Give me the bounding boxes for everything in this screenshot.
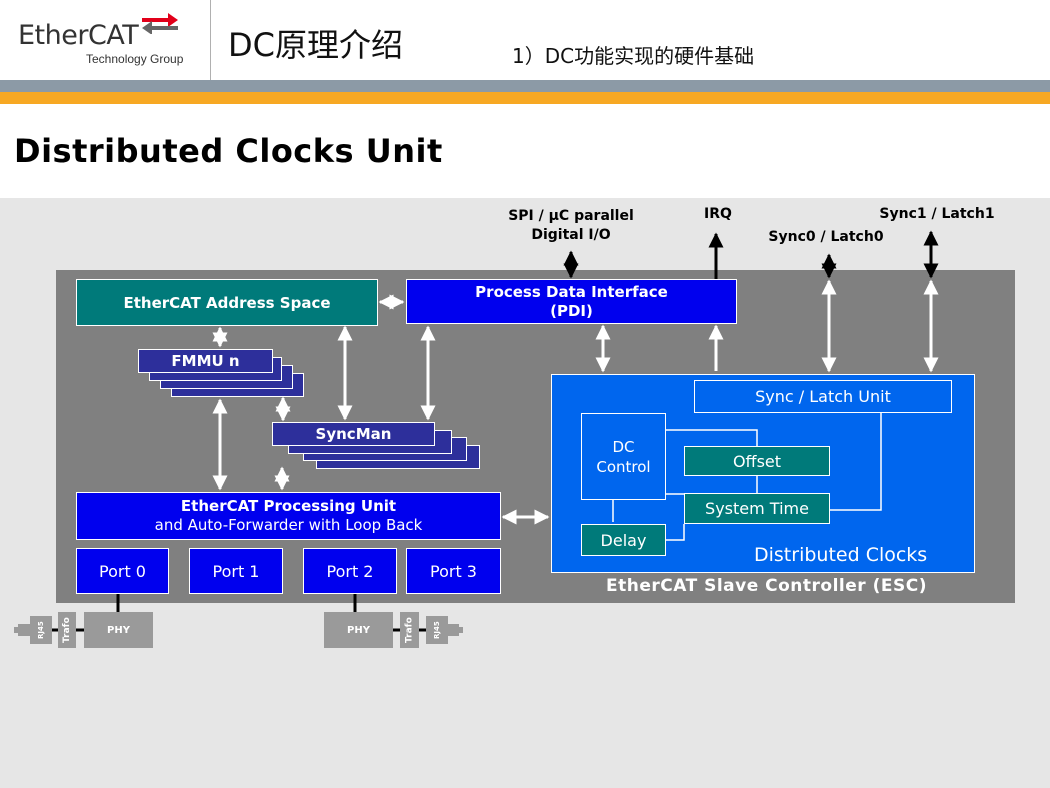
logo-text: EtherCAT: [18, 20, 139, 51]
rj45-left-plug-icon: [14, 624, 30, 636]
rj45-left: RJ45: [30, 616, 52, 644]
esc-label: EtherCAT Slave Controller (ESC): [606, 576, 927, 596]
pdi-label-line1: Process Data Interface: [475, 282, 668, 301]
dc-control-label-line2: Control: [596, 457, 651, 476]
phy-left: PHY: [84, 612, 153, 648]
rj45-right: RJ45: [426, 616, 448, 644]
distributed-clocks-label: Distributed Clocks: [754, 544, 928, 566]
port-3-block: Port 3: [406, 548, 501, 594]
header-bar-orange: [0, 92, 1050, 104]
page-title: DC原理介绍: [228, 26, 403, 64]
port-0-label: Port 0: [99, 561, 146, 581]
system-time-label: System Time: [705, 499, 809, 518]
slide-heading: Distributed Clocks Unit: [14, 132, 443, 170]
offset-block: Offset: [684, 446, 830, 476]
logo: EtherCAT Technology Group: [0, 0, 210, 80]
port-0-block: Port 0: [76, 548, 169, 594]
logo-arrows-icon: [142, 13, 178, 34]
trafo-right: Trafo: [400, 612, 419, 648]
port-3-label: Port 3: [430, 561, 477, 581]
dc-control-label-line1: DC: [612, 437, 635, 456]
heading-band: [0, 104, 1050, 198]
port-1-block: Port 1: [189, 548, 283, 594]
port-1-label: Port 1: [212, 561, 260, 581]
fmmu-label: FMMU n: [171, 352, 240, 370]
delay-label: Delay: [600, 530, 647, 550]
delay-block: Delay: [581, 524, 666, 556]
syncman-label: SyncMan: [315, 425, 392, 443]
sync-latch-unit-label: Sync / Latch Unit: [755, 387, 891, 406]
port-2-label: Port 2: [326, 561, 374, 581]
phy-right: PHY: [324, 612, 393, 648]
header-divider: [210, 0, 211, 104]
spi-label: SPI / µC parallel Digital I/O: [480, 207, 662, 245]
sync0-label: Sync0 / Latch0: [768, 229, 884, 245]
offset-label: Offset: [732, 451, 782, 471]
fmmu-block: FMMU n: [138, 349, 273, 373]
spi-label-line1: SPI / µC parallel: [508, 208, 634, 224]
pdi-block: Process Data Interface (PDI): [406, 279, 737, 324]
dc-control-block: DC Control: [581, 413, 666, 500]
address-space-block: EtherCAT Address Space: [76, 279, 378, 326]
rj45-right-plug-icon: [447, 624, 463, 636]
processing-unit-label-line1: EtherCAT Processing Unit: [180, 497, 397, 515]
spi-label-line2: Digital I/O: [531, 227, 611, 243]
irq-label: IRQ: [704, 206, 732, 222]
sync-latch-unit-block: Sync / Latch Unit: [694, 380, 952, 413]
syncman-block: SyncMan: [272, 422, 435, 446]
pdi-label-line2: (PDI): [550, 301, 593, 320]
trafo-left: Trafo: [58, 612, 76, 648]
sync1-label: Sync1 / Latch1: [879, 206, 995, 222]
page-subtitle: 1）DC功能实现的硬件基础: [512, 44, 755, 68]
processing-unit-label-line2: and Auto-Forwarder with Loop Back: [154, 516, 423, 534]
header-bar-gray: [0, 80, 1050, 92]
processing-unit-block: EtherCAT Processing Unit and Auto-Forwar…: [76, 492, 501, 540]
logo-subtitle: Technology Group: [86, 52, 184, 66]
system-time-block: System Time: [684, 493, 830, 524]
port-2-block: Port 2: [303, 548, 397, 594]
address-space-label: EtherCAT Address Space: [123, 293, 331, 312]
